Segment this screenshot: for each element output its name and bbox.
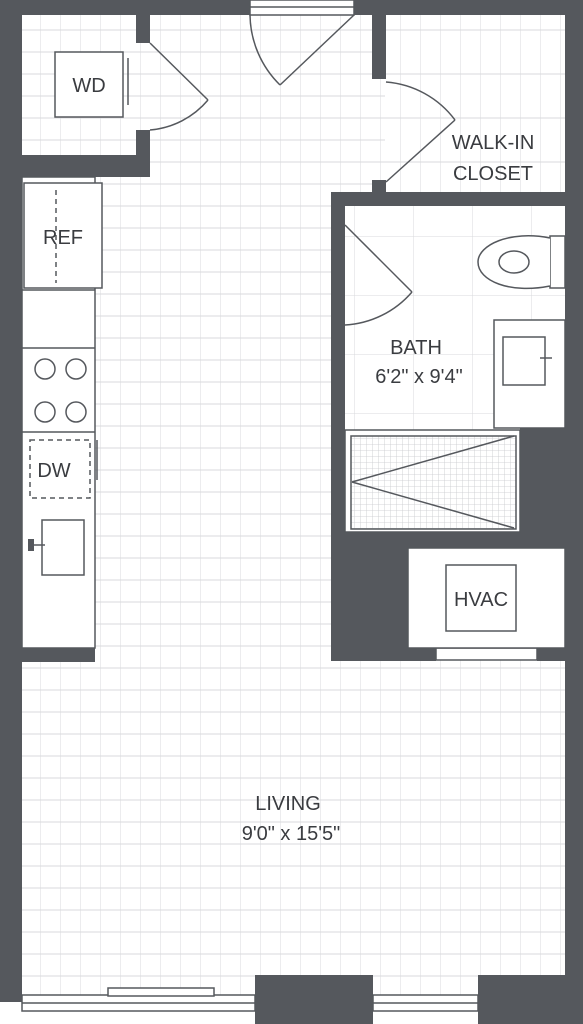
bath-fixtures	[344, 235, 566, 533]
windows	[21, 647, 538, 1012]
labels: WD REF DW HVAC WALK-IN CLOSET BATH 6'2" …	[37, 75, 534, 845]
doors	[149, 0, 456, 326]
dishwasher	[29, 439, 91, 499]
toilet	[477, 235, 566, 290]
bath-dims: 6'2" x 9'4"	[375, 366, 462, 388]
washer-dryer-label: WD	[72, 75, 105, 97]
kitchen	[21, 176, 103, 649]
hvac-unit	[445, 564, 517, 632]
bath-name: BATH	[390, 337, 442, 359]
closet-label-line2: CLOSET	[453, 163, 533, 185]
washer-dryer	[54, 51, 124, 118]
living-dims: 9'0" x 15'5"	[242, 823, 341, 845]
bath-door	[344, 224, 413, 326]
shower	[344, 429, 521, 533]
kitchen-sink	[28, 519, 85, 576]
dishwasher-label: DW	[37, 460, 70, 482]
entry-door	[249, 0, 355, 86]
hvac-closet	[407, 547, 566, 649]
hvac-label: HVAC	[454, 589, 508, 611]
closet-door	[385, 81, 456, 183]
closet-floor	[385, 15, 565, 190]
refrigerator-label: REF	[43, 227, 83, 249]
living-name: LIVING	[255, 793, 321, 815]
vanity-sink	[493, 319, 566, 429]
refrigerator	[23, 182, 103, 289]
closet-label-line1: WALK-IN	[452, 132, 535, 154]
laundry-door	[149, 42, 209, 131]
cooktop	[34, 358, 87, 423]
